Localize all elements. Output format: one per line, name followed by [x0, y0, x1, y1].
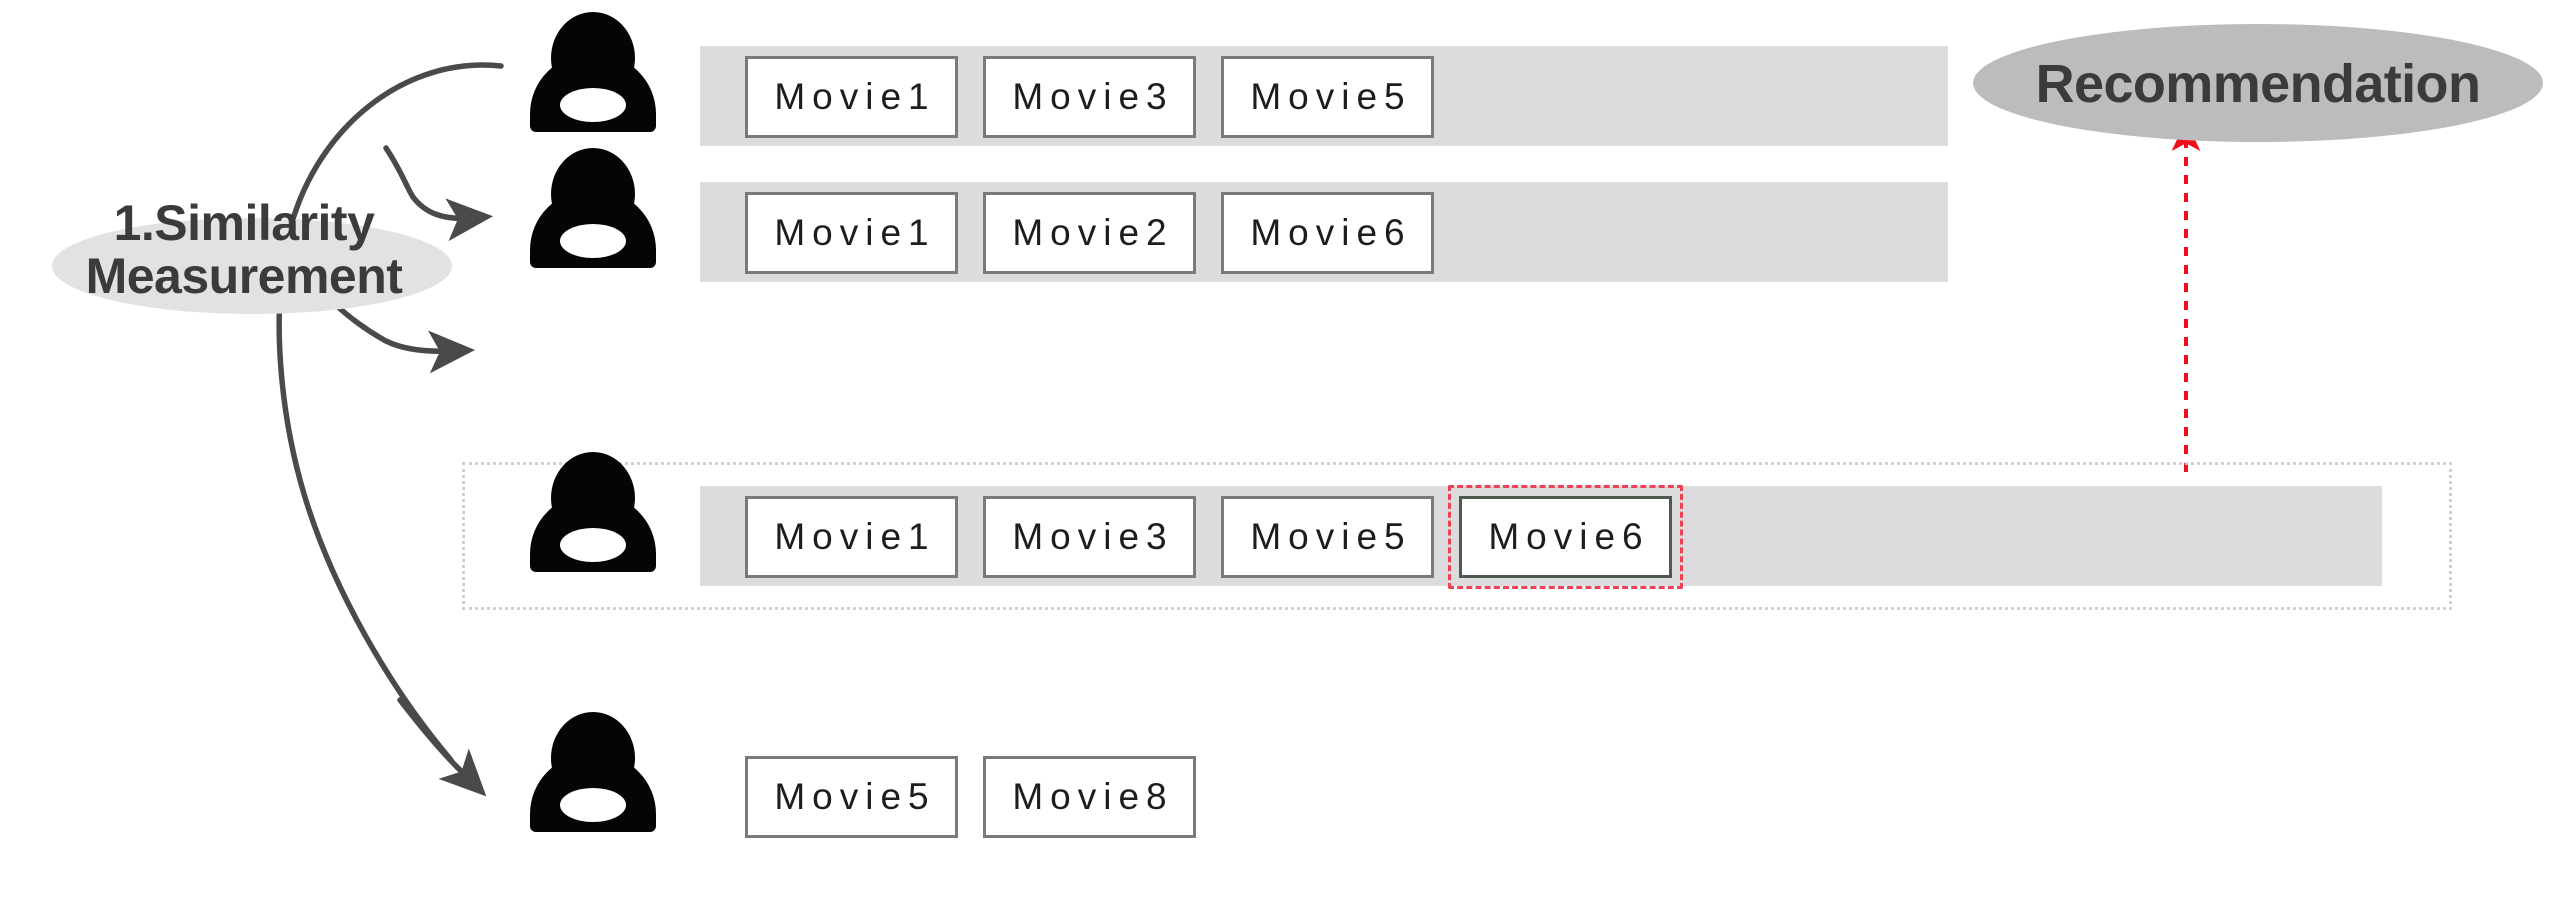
movie-chip-movie5[interactable]: Movie5: [1221, 496, 1434, 578]
avatar-neck: [559, 528, 626, 562]
recommendation-ellipse: [1973, 24, 2543, 142]
movie-chip-movie1[interactable]: Movie1: [745, 56, 958, 138]
movie-chip-movie3[interactable]: Movie3: [983, 56, 1196, 138]
similarity-label-line-2: Measurement: [85, 248, 403, 304]
movie-chip-movie5[interactable]: Movie5: [745, 756, 958, 838]
similarity-label-line-1: 1.Similarity: [113, 194, 375, 251]
movie-chip-movie6[interactable]: Movie6: [1459, 496, 1672, 578]
movie-chip-movie3[interactable]: Movie3: [983, 496, 1196, 578]
recommended-movie-highlight: [1448, 485, 1683, 589]
avatar-neck: [559, 224, 626, 258]
similarity-trunk-curve: [276, 62, 504, 763]
similarity-arrow-to-user-4: [397, 697, 487, 797]
avatar-neck: [559, 788, 626, 822]
movie-chip-movie2[interactable]: Movie2: [983, 192, 1196, 274]
user-avatar-2-icon: [525, 148, 660, 268]
movie-chip-movie1[interactable]: Movie1: [745, 192, 958, 274]
movie-chip-movie8[interactable]: Movie8: [983, 756, 1196, 838]
recommendation-label: Recommendation: [2035, 54, 2481, 114]
user-avatar-3-icon: [525, 452, 660, 572]
movie-chip-movie6[interactable]: Movie6: [1221, 192, 1434, 274]
movie-chip-movie1[interactable]: Movie1: [745, 496, 958, 578]
user-avatar-1-icon: [525, 12, 660, 132]
movie-chip-movie5[interactable]: Movie5: [1221, 56, 1434, 138]
similarity-measurement-label: 1.Similarity Measurement: [24, 185, 464, 315]
avatar-neck: [559, 88, 626, 122]
user-avatar-4-icon: [525, 712, 660, 832]
